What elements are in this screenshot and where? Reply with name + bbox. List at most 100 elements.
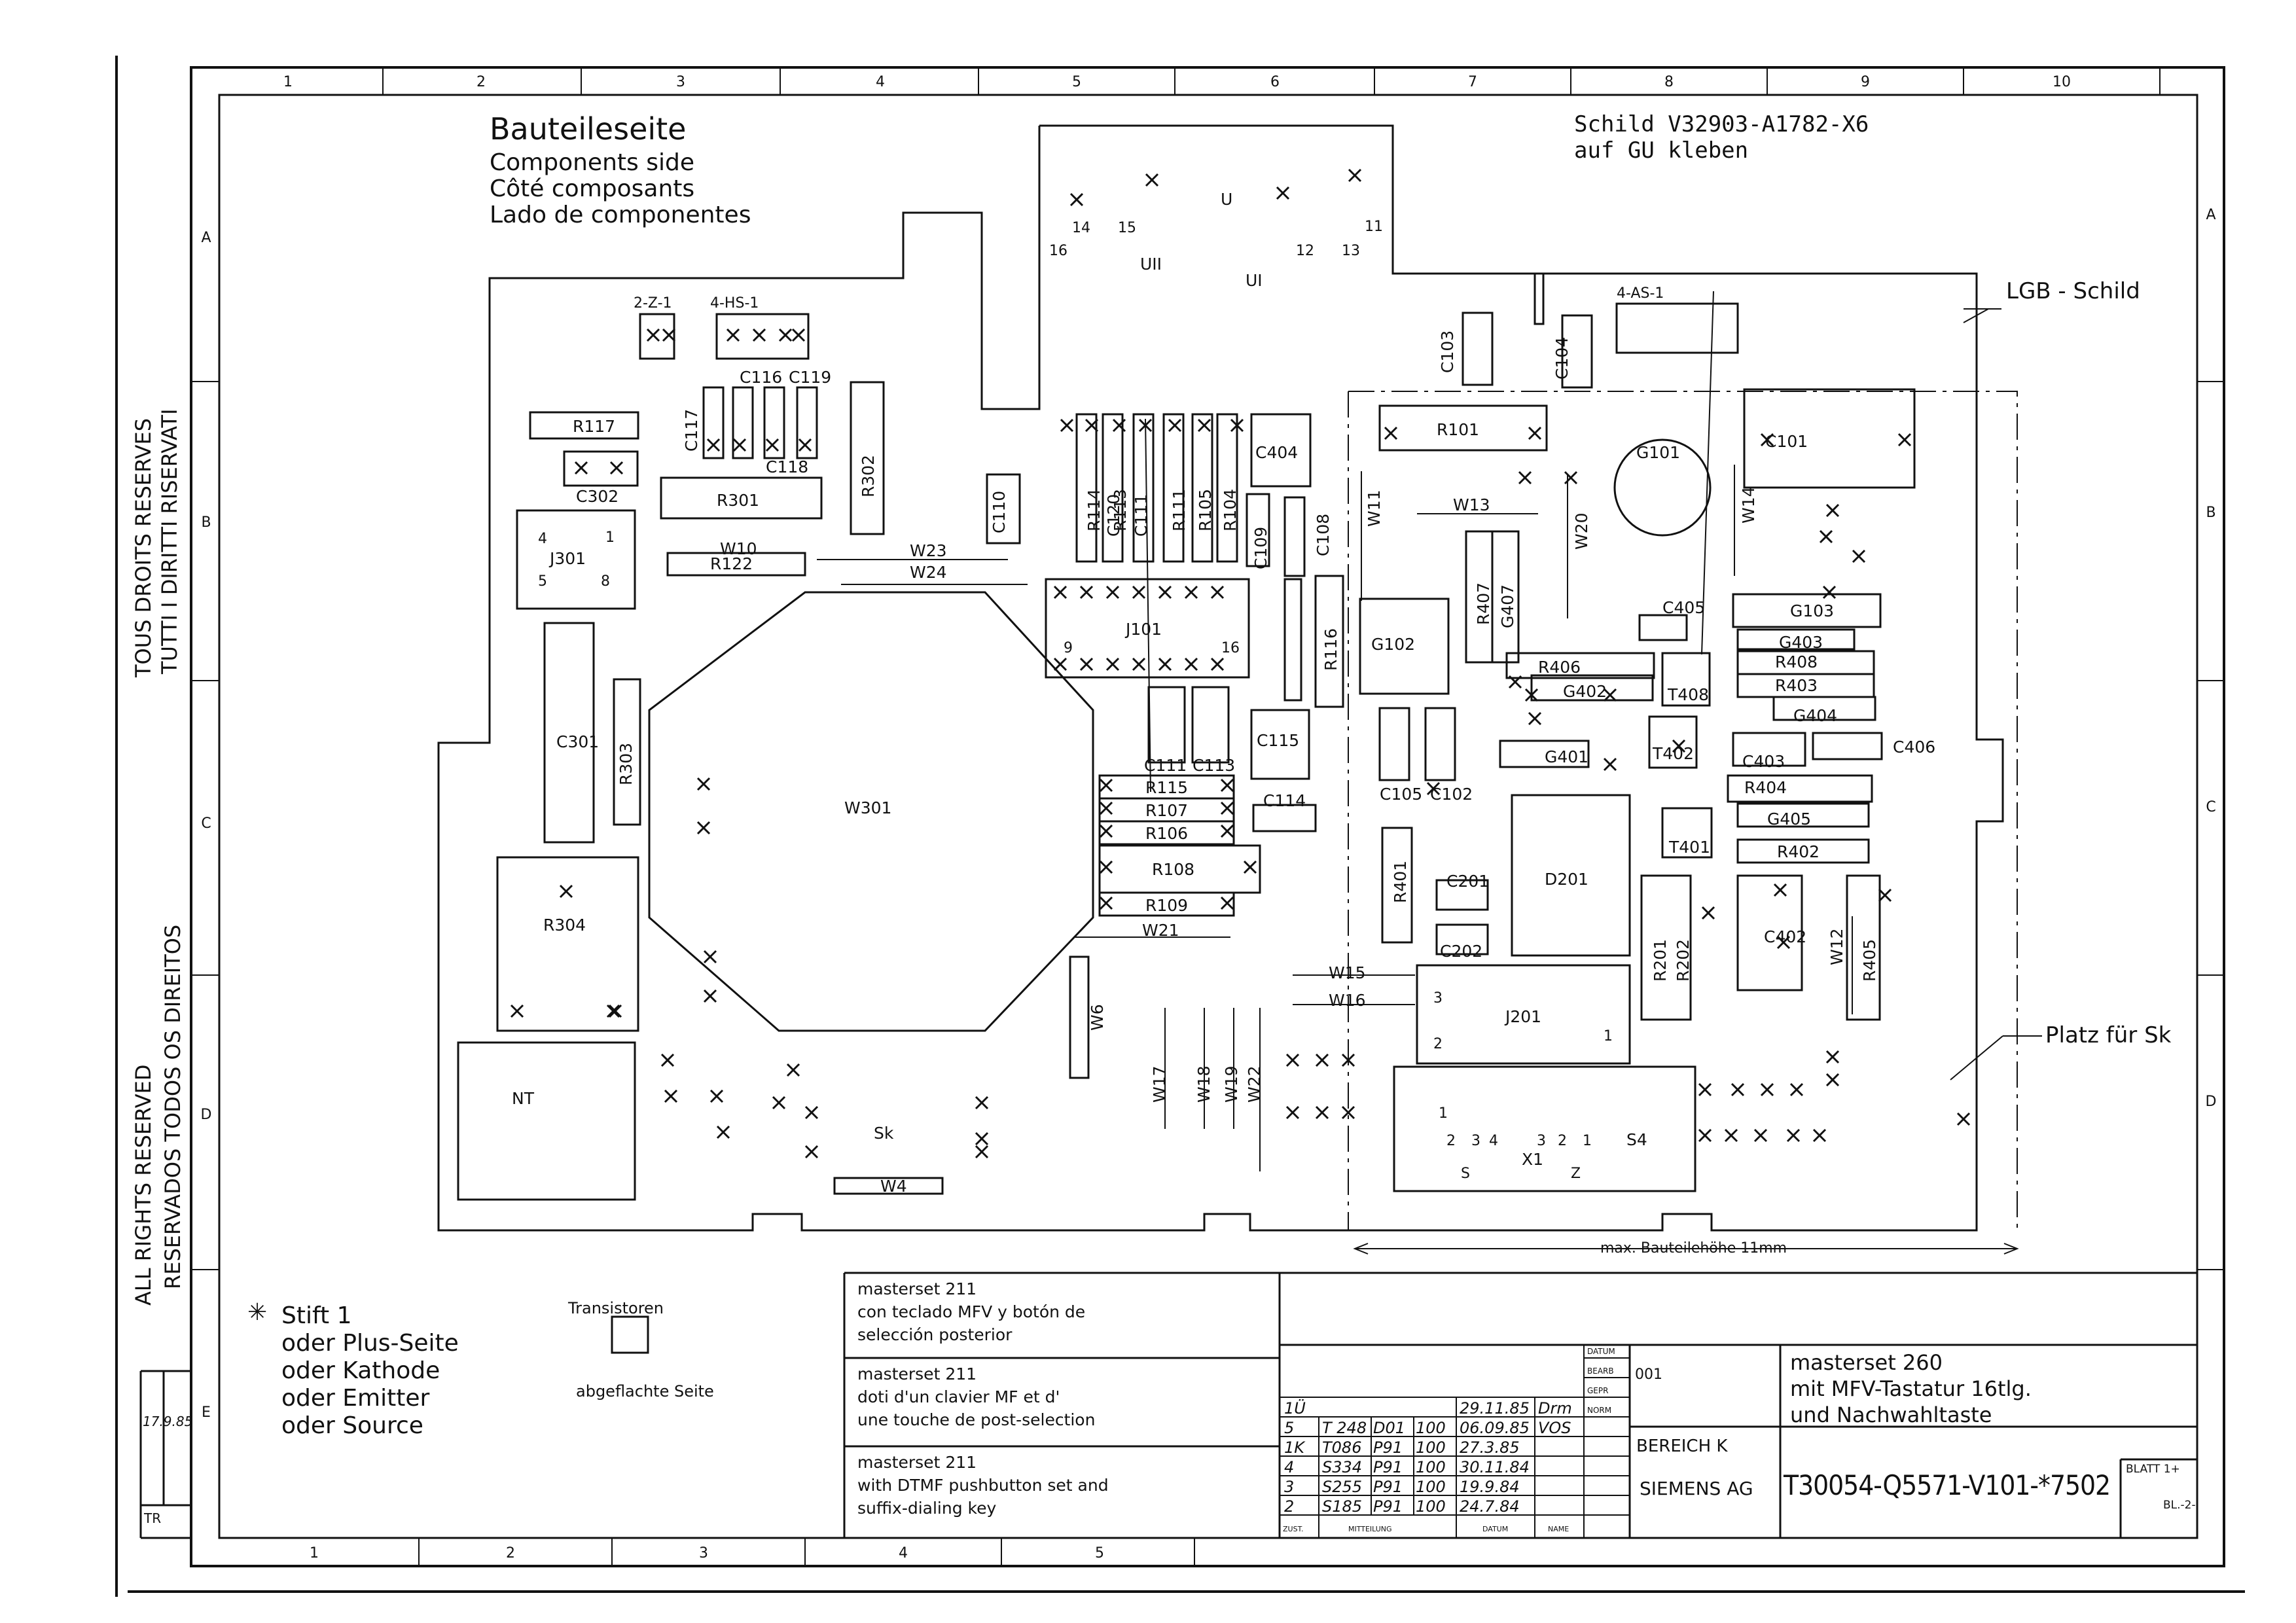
component-label: W24 [910, 563, 947, 582]
pad-marker [1112, 418, 1126, 433]
title-de: Bauteileseite [490, 111, 687, 147]
component-label: R404 [1744, 778, 1787, 797]
component-label: R406 [1538, 658, 1581, 677]
revision-cell: 2 [1284, 1497, 1295, 1516]
grid-row-c-right: C [2206, 799, 2215, 815]
platz-label: Platz für Sk [2045, 1022, 2172, 1048]
grid-col-6: 6 [1270, 74, 1280, 90]
pad-marker [1184, 585, 1198, 599]
component-label: R403 [1775, 676, 1818, 695]
pad-marker [1158, 585, 1172, 599]
component-label: G405 [1767, 810, 1811, 829]
pad-marker [1168, 418, 1182, 433]
component-label: C201 [1446, 872, 1489, 891]
variant-en-1: masterset 211 [857, 1453, 977, 1472]
revision-cell: 100 [1416, 1458, 1446, 1476]
pad-marker [1132, 585, 1146, 599]
revision-cell: S334 [1322, 1458, 1363, 1476]
pad-marker [975, 1145, 989, 1159]
component-label: W12 [1827, 928, 1846, 965]
component-label: C120 [1104, 494, 1123, 537]
pad-marker [1698, 1128, 1712, 1143]
label-note-1: Schild V32903-A1782-X6 [1574, 111, 1869, 137]
pad-marker [703, 950, 717, 964]
pad-marker [1069, 192, 1084, 207]
pad-marker [1210, 657, 1225, 671]
component-label: G103 [1790, 601, 1834, 620]
component-label: Sk [874, 1124, 894, 1143]
pad-marker [1672, 739, 1686, 753]
component-label: C113 [1193, 756, 1235, 775]
component-label: W14 [1739, 486, 1758, 524]
component-label: J201 [1504, 1007, 1541, 1026]
grid-col-1: 1 [283, 74, 293, 90]
pad-marker [660, 1053, 675, 1067]
grid-row-b: B [201, 514, 211, 531]
component-label: R107 [1145, 801, 1188, 820]
revision-cell: 27.3.85 [1460, 1438, 1520, 1457]
stamp-tr: TR [144, 1510, 162, 1526]
component-label: 5 [538, 573, 547, 590]
component-label: D201 [1545, 870, 1588, 889]
revision-cell: 24.7.84 [1460, 1497, 1520, 1516]
variant-fr-3: une touche de post-selection [857, 1410, 1096, 1429]
grid-col-bottom-1: 1 [310, 1545, 319, 1561]
pcb-outline [437, 124, 2042, 1255]
revision-cell: T 248 [1322, 1419, 1367, 1437]
component-label: 8 [601, 573, 610, 590]
flat-side-note: abgeflachte Seite [576, 1382, 714, 1400]
pad-marker [1285, 1105, 1300, 1120]
legend-line-5: oder Source [281, 1412, 423, 1439]
grid-row-a: A [201, 230, 211, 246]
grid-labels: 1 2 3 4 5 6 7 8 9 10 1 2 3 4 5 A B C D E… [201, 74, 2217, 1561]
drawing-number: T30054-Q5571-V101-*7502 [1784, 1469, 2111, 1501]
hdr-gepr: GEPR [1587, 1386, 1609, 1395]
pad-marker [1528, 426, 1542, 440]
component-label: C117 [682, 409, 701, 452]
component-label: R405 [1860, 939, 1879, 982]
pad-marker [726, 328, 740, 342]
component-label: R108 [1152, 860, 1194, 879]
component-label: C403 [1742, 752, 1785, 771]
component-label: C118 [766, 457, 808, 476]
pad-marker [975, 1132, 989, 1146]
pad-marker [1724, 1128, 1738, 1143]
pad-marker [1348, 168, 1362, 183]
grid-row-d-right: D [2206, 1094, 2217, 1110]
pad-marker [510, 1004, 524, 1018]
component-label: 1 [1439, 1105, 1448, 1122]
component-label: 4-HS-1 [710, 295, 759, 312]
pad-marker [1220, 801, 1234, 815]
jumper-wires [817, 291, 1853, 1171]
component-label: G403 [1779, 633, 1823, 652]
grid-col-8: 8 [1664, 74, 1674, 90]
component-label: Z [1571, 1166, 1581, 1182]
component-label: 15 [1118, 220, 1136, 236]
component-label: 3 [1433, 990, 1443, 1007]
pad-marker [1760, 433, 1774, 447]
grid-col-bottom-5: 5 [1095, 1545, 1104, 1561]
component-label: C404 [1255, 443, 1298, 462]
component-label: T408 [1667, 685, 1709, 704]
component-label: R101 [1437, 420, 1479, 439]
component-label: C103 [1438, 330, 1457, 373]
component-label: 11 [1365, 219, 1383, 235]
legend-line-3: oder Kathode [281, 1357, 440, 1384]
component-label: 16 [1049, 243, 1067, 259]
component-label: G407 [1498, 584, 1517, 628]
hdr-datum: DATUM [1587, 1347, 1615, 1356]
component-label: W4 [880, 1177, 907, 1196]
pad-marker [1897, 433, 1912, 447]
component-label: R301 [717, 491, 759, 510]
legend-star-icon: ✳ [247, 1299, 268, 1326]
pad-marker [1099, 801, 1113, 815]
component-label: W10 [720, 539, 757, 558]
revision-cell: P91 [1373, 1458, 1403, 1476]
component-label: X1 [1522, 1150, 1543, 1169]
variant-es-3: selección posterior [857, 1325, 1013, 1344]
revision-cell: 30.11.84 [1460, 1458, 1530, 1476]
sheet-frame [115, 56, 2245, 1597]
pad-marker [1773, 883, 1787, 897]
grid-row-a-right: A [2206, 207, 2215, 223]
